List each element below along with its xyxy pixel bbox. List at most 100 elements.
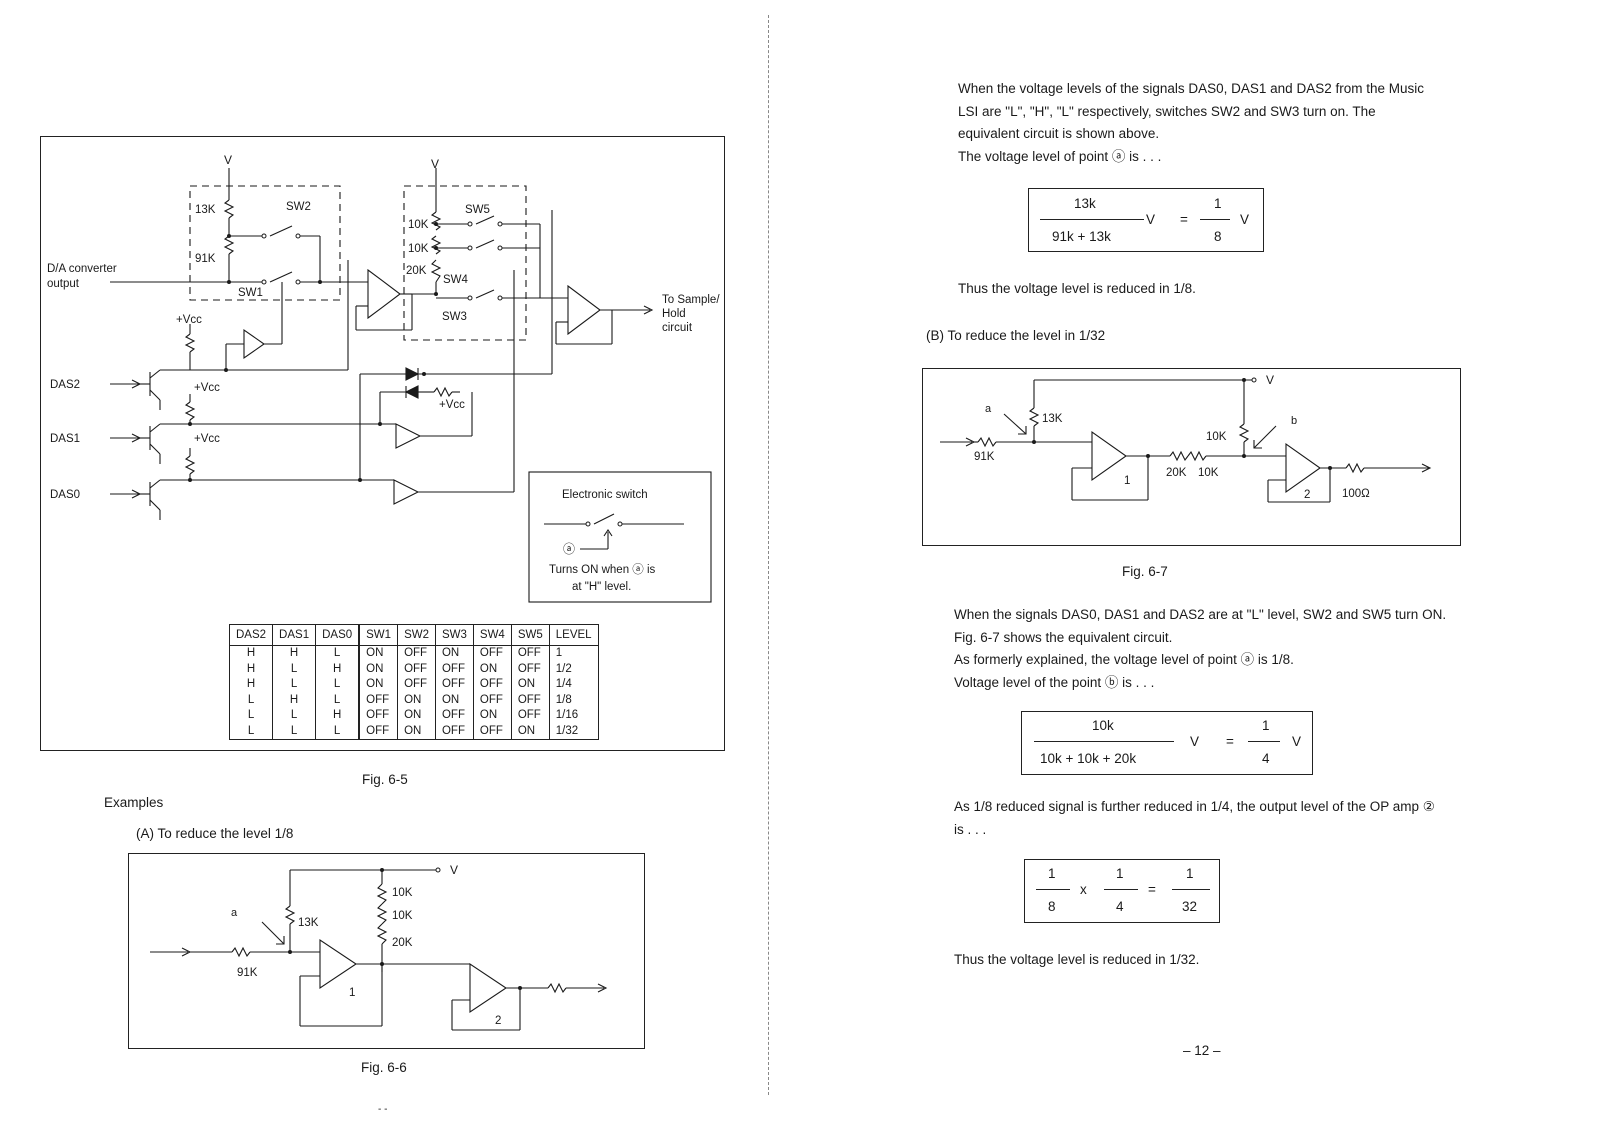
table-cell: OFF [397, 645, 436, 662]
eq1-v2: V [1240, 212, 1250, 227]
section-b-heading: (B) To reduce the level in 1/32 [926, 328, 1106, 343]
fig67-20k: 20K [1166, 467, 1187, 479]
intro-line: The voltage level of point ⓐ is . . . [958, 148, 1162, 164]
fig65-vcc3: +Vcc [439, 399, 465, 411]
fig66-v: V [450, 863, 458, 877]
table-cell: OFF [472, 645, 512, 662]
table-cell: ON [510, 723, 550, 740]
table-cell: H [315, 708, 361, 724]
table-cell: 1/32 [548, 723, 599, 740]
table-cell: 1/4 [548, 677, 599, 693]
eq3-c-num: 1 [1186, 866, 1194, 881]
fig65-13k: 13K [195, 204, 216, 216]
para3-line: As 1/8 reduced signal is further reduced… [954, 799, 1435, 814]
table-cell: OFF [510, 645, 550, 662]
table-cell: OFF [472, 723, 512, 740]
intro-line: equivalent circuit is shown above. [958, 126, 1160, 141]
fig65-sw2: SW2 [286, 201, 311, 213]
eq1-eq: = [1180, 212, 1188, 227]
example-a-heading: (A) To reduce the level 1/8 [136, 826, 294, 841]
fig66-91k: 91K [237, 967, 258, 979]
fig65-v2: V [431, 157, 439, 171]
fig65-vcc4: +Vcc [194, 433, 220, 445]
switch-truth-table: DAS2 DAS1 DAS0 SW1 SW2 SW3 SW4 SW5 LEVEL… [228, 624, 599, 740]
table-cell: ON [510, 677, 550, 693]
fig-6-6-caption: Fig. 6-6 [361, 1060, 407, 1075]
table-cell: OFF [397, 677, 436, 693]
table-cell: H [272, 645, 317, 662]
table-cell: 1 [548, 645, 599, 662]
table-cell: 1/8 [548, 692, 599, 708]
eq2-v1: V [1190, 734, 1200, 749]
table-cell: H [315, 661, 361, 677]
fig66-20k: 20K [392, 937, 413, 949]
eq2-rnum: 1 [1262, 718, 1270, 733]
fig65-sw5: SW5 [465, 204, 490, 216]
fig66-op2: 2 [495, 1015, 501, 1027]
table-cell: L [315, 645, 361, 662]
table-header-cell: SW5 [510, 624, 550, 646]
fig65-sh-3: circuit [662, 322, 693, 334]
para2-line: When the signals DAS0, DAS1 and DAS2 are… [954, 607, 1447, 622]
fig65-10k-a: 10K [408, 219, 429, 231]
eq3-times: x [1080, 882, 1087, 897]
table-cell: OFF [434, 661, 474, 677]
fig65-vcc2: +Vcc [194, 382, 220, 394]
fig67-v: V [1266, 373, 1274, 387]
eq3-eq: = [1148, 882, 1156, 897]
left-footer-mark: - - [378, 1104, 388, 1115]
table-cell: OFF [358, 708, 399, 724]
table-cell: L [315, 692, 361, 708]
fig65-das1: DAS1 [50, 433, 80, 445]
table-cell: ON [358, 645, 399, 662]
fig-6-7-schematic: V a b 13K 91K 10K 20K 10K 100Ω 1 2 [940, 373, 1432, 503]
eq2-v2: V [1292, 734, 1302, 749]
eq2-eq: = [1226, 734, 1234, 749]
table-cell: ON [358, 677, 399, 693]
eq3-c-den: 32 [1182, 899, 1198, 914]
para2-line: Voltage level of the point ⓑ is . . . [954, 674, 1155, 690]
fig67-b: b [1291, 415, 1297, 427]
para2-line: Fig. 6-7 shows the equivalent circuit. [954, 629, 1173, 645]
table-cell: L [272, 661, 317, 677]
table-header-cell: DAS0 [315, 624, 361, 646]
fig67-10k: 10K [1206, 431, 1227, 443]
eq2-rden: 4 [1262, 751, 1270, 766]
eq3-b-den: 4 [1116, 899, 1124, 914]
table-cell: ON [397, 723, 436, 740]
fig65-sw3: SW3 [442, 311, 467, 323]
intro-line: When the voltage levels of the signals D… [958, 81, 1424, 96]
table-header-row: DAS2 DAS1 DAS0 SW1 SW2 SW3 SW4 SW5 LEVEL [228, 624, 599, 646]
table-cell: L [315, 723, 361, 740]
legend-line2: at "H" level. [572, 581, 631, 593]
eq2-num: 10k [1092, 718, 1114, 733]
eq3-b-num: 1 [1116, 866, 1124, 881]
fig-6-6-schematic: V a 13K 91K 10K 10K 20K 1 2 [150, 863, 608, 1031]
eq2-den: 10k + 10k + 20k [1040, 751, 1137, 766]
table-cell: H [272, 692, 317, 708]
table-header-cell: LEVEL [548, 624, 599, 646]
table-cell: OFF [510, 661, 550, 677]
equation-box-3 [1024, 859, 1220, 923]
table-cell: ON [472, 708, 512, 724]
equation-box-1 [1028, 188, 1264, 252]
eq1-num: 13k [1074, 196, 1096, 211]
fig-6-7-frame [922, 368, 1461, 546]
table-header-cell: SW2 [397, 624, 436, 646]
fig65-da-2: output [47, 278, 80, 290]
fig67-a: a [985, 403, 992, 415]
fig65-sw1: SW1 [238, 287, 263, 299]
eq1-rden: 8 [1214, 229, 1222, 244]
fig66-10k-b: 10K [392, 910, 413, 922]
table-header-cell: SW3 [434, 624, 474, 646]
table-cell: OFF [358, 692, 399, 708]
fig-6-7-caption: Fig. 6-7 [1122, 564, 1168, 579]
table-cell: L [272, 723, 317, 740]
fig65-sh-2: Hold [662, 308, 686, 320]
legend-marker: ⓐ [563, 542, 575, 556]
fig-6-5-schematic: V V 13K 91K SW2 SW1 D/A converter output… [47, 153, 720, 603]
fig67-op2: 2 [1304, 489, 1310, 501]
result-1: Thus the voltage level is reduced in 1/8… [958, 281, 1196, 296]
